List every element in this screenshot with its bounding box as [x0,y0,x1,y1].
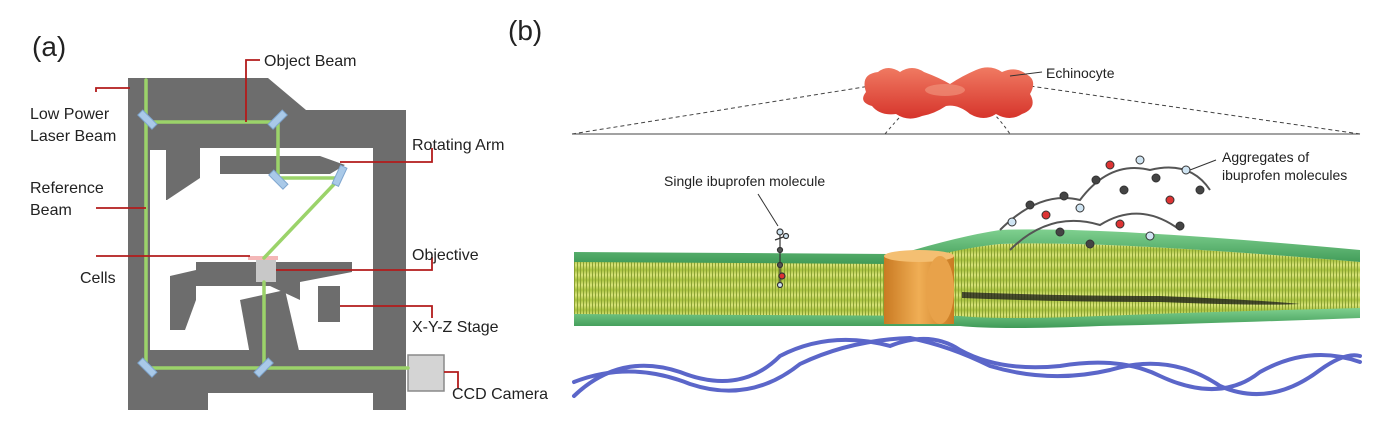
ccd-camera-box [407,354,445,392]
leader-lines-a [95,59,459,388]
microscope-frame [128,78,406,410]
mirror-icon [268,169,289,190]
label-xyz-stage: X-Y-Z Stage [412,319,499,336]
label-cells: Cells [80,270,116,287]
panel-a-label: (a) [32,31,66,62]
cytoskeleton [572,335,1362,398]
mirror-icon [331,164,348,187]
label-low-power-line1: Low Power [30,106,110,123]
leader-echinocyte [1009,71,1043,77]
panel-b-label: (b) [508,15,542,46]
bilayer-gap [962,292,1300,305]
lipid-bilayer [574,229,1360,328]
mirror-icon [137,109,158,130]
microscope-cavity [150,148,373,350]
panel-b: (b) Echinocyte [508,15,1362,398]
label-single-ibuprofen: Single ibuprofen molecule [664,173,825,189]
bilayer-bottom-heads [574,308,1360,328]
leader-aggregates [1189,159,1217,171]
membrane-channel [884,250,954,324]
label-low-power-line2: Laser Beam [30,128,116,145]
mirror-icon [137,357,158,378]
label-aggregates-line1: Aggregates of [1222,149,1309,165]
mirrors [137,109,348,378]
rotating-arm-block [220,156,345,174]
single-ibuprofen-molecule [774,228,790,289]
panel-a: (a) [30,31,548,410]
label-reference-line2: Beam [30,202,72,219]
echinocyte-dimple [925,84,965,96]
ibuprofen-aggregates [999,155,1211,251]
label-reference-line1: Reference [30,180,104,197]
bilayer-top-heads [574,229,1360,264]
label-echinocyte: Echinocyte [1046,65,1115,81]
objective-body [256,258,276,282]
stage-arm [170,270,196,330]
label-rotating-arm: Rotating Arm [412,137,504,154]
leader-single-ibuprofen [757,193,779,227]
label-ccd-camera: CCD Camera [452,386,548,403]
label-objective: Objective [412,247,479,264]
stage-leg [240,290,300,355]
label-aggregates-line2: ibuprofen molecules [1222,167,1347,183]
label-object-beam: Object Beam [264,53,356,70]
z-stage-block [318,286,340,322]
mirror-icon [253,357,274,378]
mirror-icon [267,109,288,130]
laser-beams [144,78,410,370]
